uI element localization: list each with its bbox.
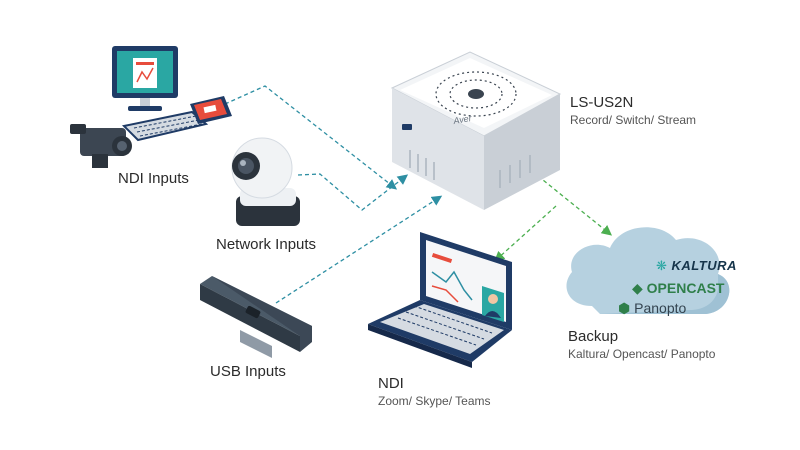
camcorder-icon — [70, 124, 132, 168]
usb-inputs-title: USB Inputs — [210, 363, 286, 380]
ndi-output-connection — [494, 205, 557, 262]
kaltura-logo-text: KALTURA — [671, 258, 737, 273]
panopto-logo-text: Panopto — [634, 300, 687, 316]
network-input-connection — [297, 173, 409, 211]
output-connections — [494, 175, 613, 262]
speaker-grille-icon — [435, 71, 517, 117]
opencast-logo-text: OPENCAST — [646, 280, 725, 296]
input-connections — [224, 85, 443, 304]
kaltura-logo: ❋ KALTURA — [656, 258, 737, 274]
backup-output-connection — [537, 175, 613, 236]
usb-inputs-label: USB Inputs — [210, 363, 286, 380]
device-brand-mark: Aver — [452, 113, 474, 126]
usb-input-connection — [275, 195, 443, 304]
ndi-inputs-illustration — [70, 46, 232, 168]
phone-icon — [190, 96, 232, 124]
device-title: LS-US2N — [570, 94, 634, 111]
ndi-output-label: NDI Zoom/ Skype/ Teams — [378, 375, 491, 408]
ls-us2n-device: Aver — [390, 51, 562, 210]
opencast-diamond-icon: ◆ — [632, 280, 643, 296]
ndi-inputs-label: NDI Inputs — [118, 170, 189, 187]
network-inputs-label: Network Inputs — [216, 236, 316, 253]
panopto-hex-icon: ⬢ — [618, 300, 631, 316]
device-label: LS-US2N Record/ Switch/ Stream — [570, 94, 696, 127]
monitor-icon — [112, 46, 178, 111]
keyboard-icon — [121, 110, 209, 142]
usb-camera-icon — [200, 276, 312, 358]
cloud-icon — [566, 227, 730, 314]
ptz-camera-icon — [231, 137, 300, 226]
usb-port-icon — [402, 124, 412, 130]
ndi-input-connection — [224, 85, 398, 190]
backup-label: Backup Kaltura/ Opencast/ Panopto — [568, 328, 715, 361]
backup-title: Backup — [568, 328, 619, 345]
opencast-logo: ◆ OPENCAST — [632, 280, 724, 297]
device-subtitle: Record/ Switch/ Stream — [570, 113, 697, 127]
ndi-inputs-title: NDI Inputs — [118, 170, 189, 187]
ndi-output-title: NDI — [378, 375, 404, 392]
backup-subtitle: Kaltura/ Opencast/ Panopto — [568, 347, 716, 361]
ndi-output-subtitle: Zoom/ Skype/ Teams — [378, 394, 491, 408]
panopto-logo: ⬢ Panopto — [618, 300, 686, 317]
network-inputs-title: Network Inputs — [216, 236, 317, 253]
laptop-icon — [368, 232, 512, 368]
kaltura-star-icon: ❋ — [656, 258, 668, 273]
